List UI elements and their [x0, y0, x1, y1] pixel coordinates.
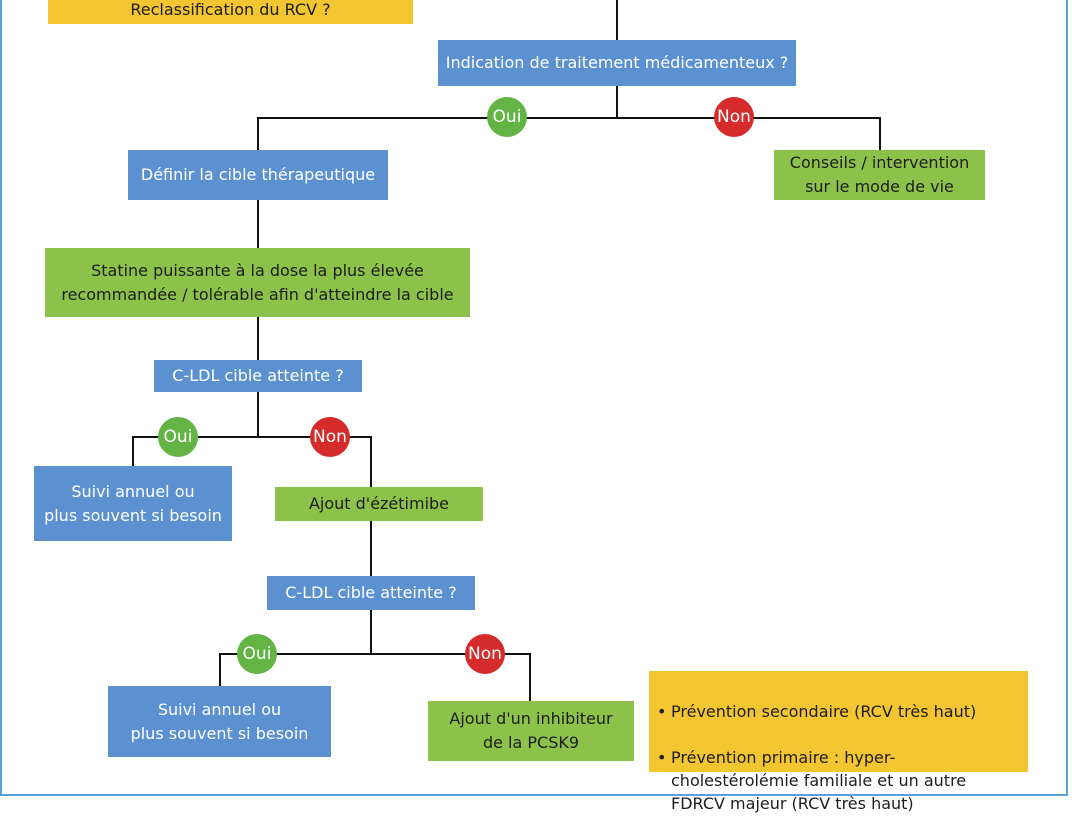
connector-branch-2: [132, 436, 372, 487]
non-label-1: Non: [714, 97, 754, 137]
indication-question-box: Indication de traitement médicamenteux ?: [438, 40, 796, 86]
connector-lines: [132, 0, 881, 701]
suivi-box-2: Suivi annuel ou plus souvent si besoin: [108, 686, 331, 757]
oui-label-1: Oui: [487, 97, 527, 137]
prevention-item: Prévention secondaire (RCV très haut): [657, 700, 976, 723]
suivi-box-1: Suivi annuel ou plus souvent si besoin: [34, 466, 232, 541]
reclassification-box: Reclassification du RCV ?: [48, 0, 413, 24]
conseils-box: Conseils / intervention sur le mode de v…: [774, 150, 985, 200]
non-label-2: Non: [310, 417, 350, 457]
cldl-question-box-1: C-LDL cible atteinte ?: [154, 360, 362, 392]
oui-label-3: Oui: [237, 634, 277, 674]
prevention-item: Prévention primaire : hyper- cholestérol…: [657, 746, 976, 815]
definir-cible-box: Définir la cible thérapeutique: [128, 150, 388, 200]
non-label-3: Non: [465, 634, 505, 674]
connector-branch-1: [257, 117, 881, 150]
ezetimibe-box: Ajout d'ézétimibe: [275, 487, 483, 521]
cldl-question-box-2: C-LDL cible atteinte ?: [267, 576, 475, 610]
prevention-list: Prévention secondaire (RCV très haut) Pr…: [657, 677, 976, 838]
oui-label-2: Oui: [158, 417, 198, 457]
prevention-note-box: Prévention secondaire (RCV très haut) Pr…: [649, 671, 1028, 813]
statine-box: Statine puissante à la dose la plus élev…: [45, 248, 470, 317]
pcsk9-box: Ajout d'un inhibiteur de la PCSK9: [428, 701, 634, 761]
connector-branch-3: [219, 653, 531, 701]
